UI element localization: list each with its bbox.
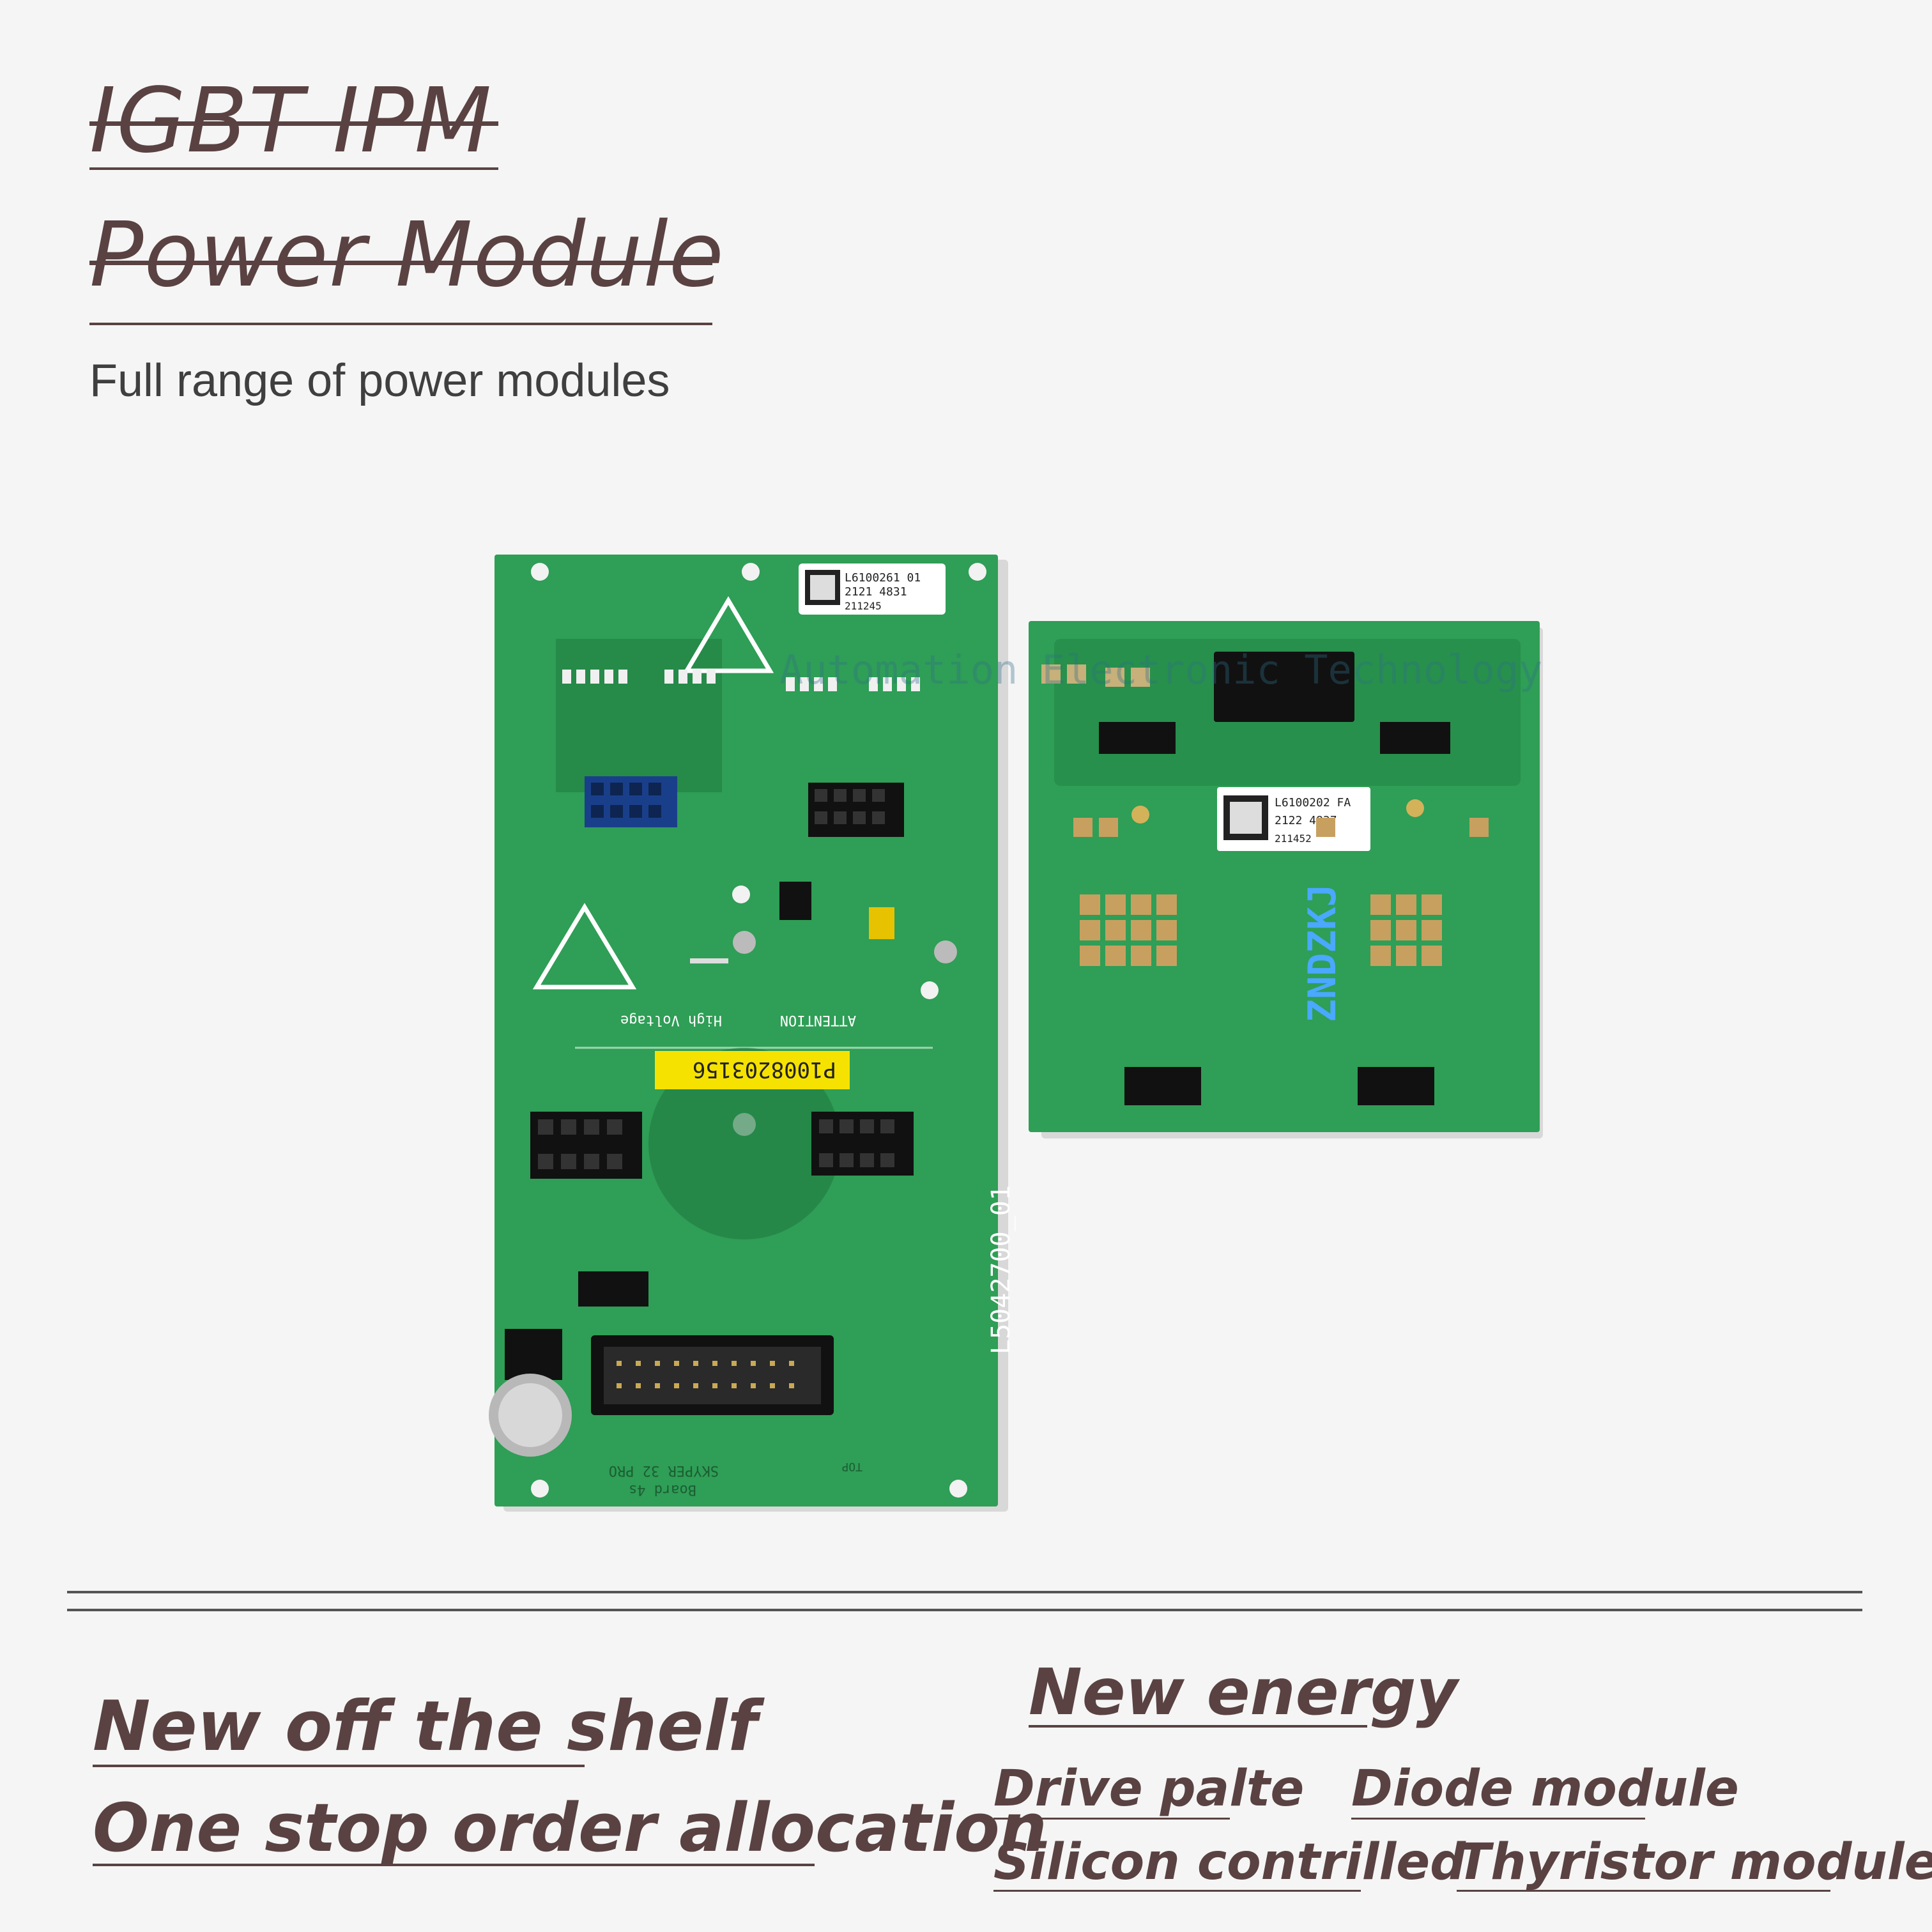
right-label-num2: 211452: [1275, 832, 1312, 845]
left-label-code: L6100261 01: [845, 571, 921, 585]
title-line-2-strike: [89, 261, 712, 265]
title-line-2: Power Module: [89, 203, 724, 307]
title-line-1-strike: [89, 121, 498, 126]
left-yellow-label: P1008203156: [693, 1057, 836, 1082]
right-label-code: L6100202 FA: [1275, 796, 1351, 809]
title-line-1-underline: [89, 167, 498, 170]
footer-item-thyristor-module: Thyristor module: [1457, 1834, 1932, 1891]
footer-left-line-2: One stop order allocation: [93, 1789, 1047, 1867]
left-label-num: 2121 4831: [845, 585, 907, 599]
footer-item-diode-module-underline: [1351, 1818, 1645, 1820]
footer-item-silicon-controlled-underline: [993, 1890, 1361, 1892]
left-silk-high-voltage: High Voltage: [620, 1012, 722, 1028]
title-line-2-underline: [89, 323, 712, 325]
footer-left-line-1: New off the shelf: [93, 1687, 758, 1767]
footer-right-heading: New energy: [1029, 1655, 1458, 1729]
divider-line-1: [67, 1591, 1862, 1593]
left-pcb: L6100261 01 2121 4831 211245 High Voltag…: [489, 555, 1016, 1506]
title-line-1: IGBT IPM: [89, 69, 493, 173]
right-watermark: ZNDZKJ: [1300, 884, 1345, 1022]
footer-right-heading-underline: [1029, 1725, 1367, 1728]
left-silk-attention: ATTENTION: [780, 1012, 856, 1028]
left-silk-part: L5042700_01: [986, 1185, 1016, 1354]
footer-item-drive-plate-underline: [993, 1818, 1230, 1820]
footer-item-silicon-controlled: Silicon contrilled: [993, 1834, 1466, 1891]
right-pcb: L6100202 FA 2122 4837 211452 ZNDZKJ: [1029, 621, 1540, 1132]
subtitle: Full range of power modules: [89, 355, 670, 406]
divider-line-2: [67, 1609, 1862, 1611]
footer-item-drive-plate: Drive palte: [993, 1760, 1305, 1818]
left-label-num2: 211245: [845, 600, 882, 612]
product-photo: L6100261 01 2121 4831 211245 High Voltag…: [489, 555, 1543, 1512]
footer-left-line-1-underline: [93, 1765, 585, 1767]
footer-item-thyristor-module-underline: [1457, 1890, 1830, 1892]
left-silk-top: TOP: [841, 1460, 862, 1473]
overlay-watermark: Automation Electronic Technology: [779, 647, 1542, 693]
left-silk-board: Board 4s: [629, 1482, 696, 1498]
footer-item-diode-module: Diode module: [1351, 1760, 1739, 1818]
footer-left-line-2-underline: [93, 1864, 815, 1866]
left-silk-model: SKYPER 32 PRO: [609, 1462, 719, 1478]
